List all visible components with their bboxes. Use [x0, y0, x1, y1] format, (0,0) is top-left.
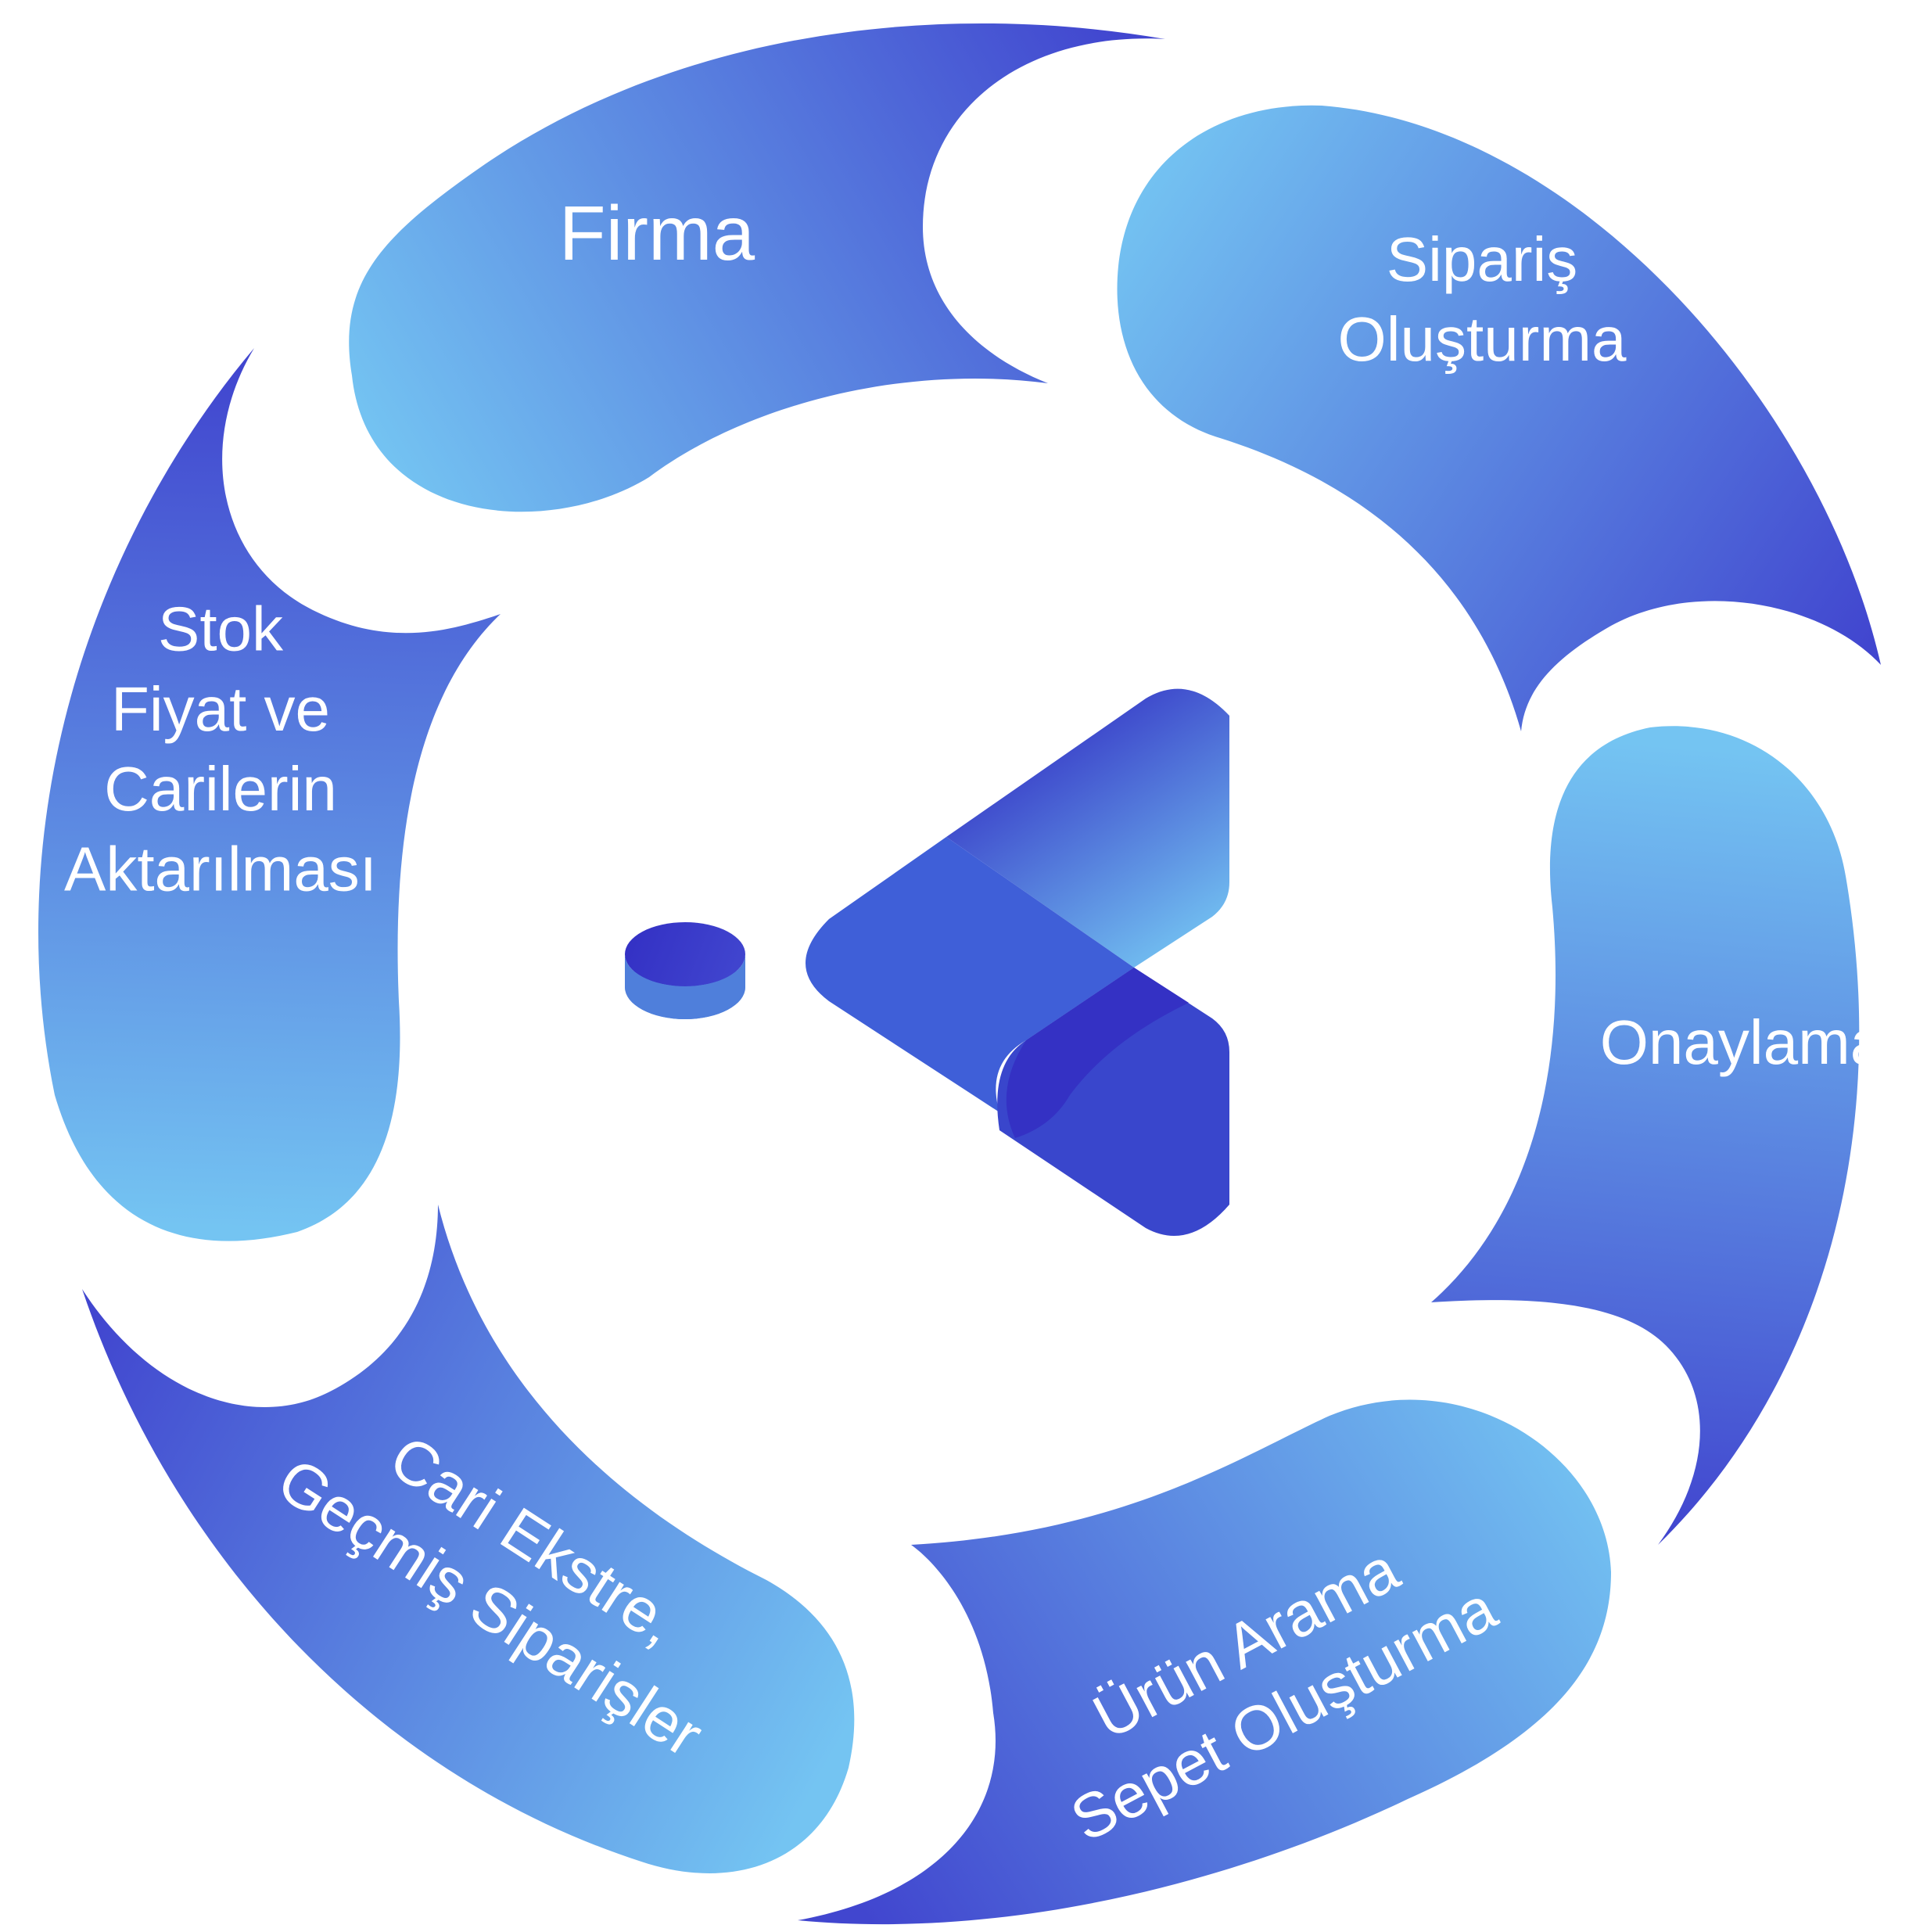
play-back-logo-icon: [806, 688, 1229, 1236]
logo-lower-fold: [1006, 968, 1189, 1138]
segment-onaylama-shape: [1431, 726, 1860, 1546]
logo-upper-arm: [946, 688, 1229, 968]
segment-firma-shape: [349, 23, 1165, 512]
segment-firma-label-line: Firma: [559, 190, 755, 276]
segment-firma: Firma: [349, 23, 1165, 512]
center-logo: [625, 688, 1229, 1236]
segment-siparis-olusturma-label-line: Oluşturma: [1338, 304, 1627, 374]
segment-siparis-olusturma-shape: [1117, 105, 1881, 731]
segment-stok-aktarim-label-line: Stok: [158, 594, 284, 663]
segment-stok-aktarim-shape: [38, 348, 501, 1241]
logo-middle-wedge: [806, 837, 1134, 1112]
logo-dot-side: [625, 954, 745, 1019]
segment-stok-aktarim-label-line: Carilerin: [104, 754, 337, 824]
segment-cari-ekstre-shape: [82, 1205, 855, 1873]
segment-urun-arama-shape: [798, 1399, 1611, 1925]
logo-dot-top: [625, 922, 745, 986]
logo-dot-icon: [625, 922, 745, 1019]
segment-siparis-olusturma-label-line: Sipariş: [1387, 224, 1578, 294]
segment-firma-label: Firma: [559, 190, 755, 276]
segment-stok-aktarim-label-line: Aktarılması: [64, 835, 377, 904]
segment-onaylama: Onaylama: [1431, 726, 1886, 1546]
segment-cari-ekstre: Cari Ekstre,Geçmiş Siparişler: [82, 1205, 855, 1873]
segment-urun-arama: Ürün AramaSepet Oluşturma: [798, 1399, 1611, 1925]
segment-onaylama-label-line: Onaylama: [1600, 1007, 1886, 1077]
segment-onaylama-label: Onaylama: [1600, 1007, 1886, 1077]
segment-stok-aktarim-label-line: Fiyat ve: [111, 674, 330, 744]
